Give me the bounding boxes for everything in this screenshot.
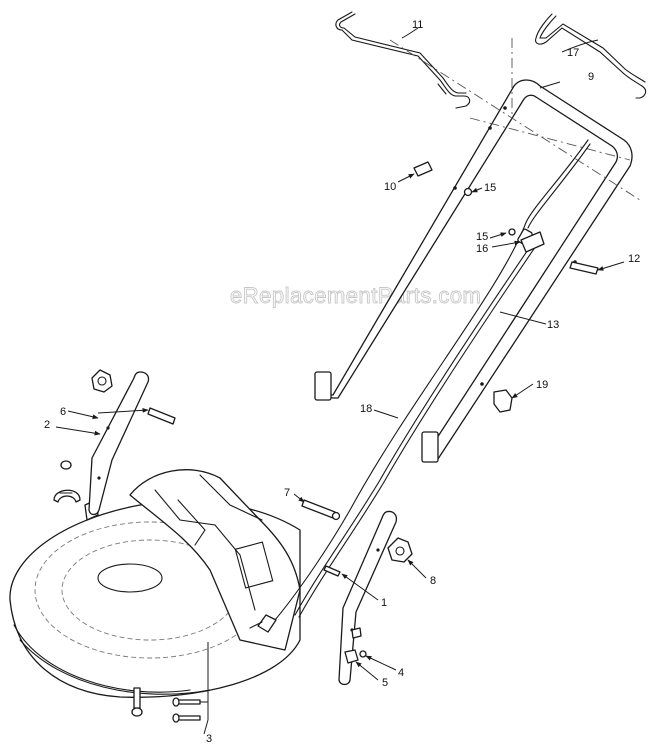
callout-12: 12 xyxy=(628,253,640,265)
knob-top-left xyxy=(91,369,113,393)
callout-16: 16 xyxy=(476,243,488,255)
part-4-nut xyxy=(359,650,367,658)
callout-2: 2 xyxy=(44,419,50,431)
part-19-knob xyxy=(493,389,513,413)
part-11-control-bail-left xyxy=(335,11,471,109)
watermark-text: eReplacementParts.com xyxy=(230,283,481,308)
part-12-screw xyxy=(569,261,599,275)
part-10-clip xyxy=(413,161,433,177)
part-1-lower-handle-right xyxy=(338,510,398,686)
assembly-centerline xyxy=(389,38,641,201)
part-17-control-bail-right xyxy=(535,13,647,99)
bolt-near-6 xyxy=(147,407,176,425)
callout-8: 8 xyxy=(430,575,436,587)
part-15-washer-lower xyxy=(508,228,516,236)
part-5-washer xyxy=(344,649,359,664)
callout-10: 10 xyxy=(384,181,396,193)
bolt-near-1 xyxy=(351,627,362,639)
callout-3: 3 xyxy=(206,733,212,745)
callout-1: 1 xyxy=(381,597,387,609)
leader-lines xyxy=(55,27,625,735)
callout-9: 9 xyxy=(588,71,594,83)
callout-6: 6 xyxy=(60,406,66,418)
callout-17: 17 xyxy=(567,47,579,59)
clip-left xyxy=(53,489,81,503)
part-2-lower-handle-left xyxy=(88,371,150,516)
callout-18: 18 xyxy=(360,403,372,415)
part-3-bolts xyxy=(131,642,209,723)
callout-13: 13 xyxy=(547,319,559,331)
callout-11: 11 xyxy=(412,19,423,31)
part-9-upper-handle xyxy=(314,79,633,463)
callout-7: 7 xyxy=(284,487,290,499)
callout-5: 5 xyxy=(382,677,388,689)
part-16-cable-clamp xyxy=(520,231,545,253)
part-7-carriage-bolt xyxy=(301,499,341,521)
callout-4: 4 xyxy=(398,667,404,679)
part-8-handle-knob xyxy=(387,537,413,563)
callout-15-lower: 15 xyxy=(476,231,488,243)
callout-15-upper: 15 xyxy=(484,182,496,194)
part-15-washer-upper xyxy=(463,187,473,197)
nut-left xyxy=(60,460,72,470)
callout-19: 19 xyxy=(536,379,548,391)
screw-near-1 xyxy=(323,565,341,577)
mower-deck xyxy=(9,469,301,698)
